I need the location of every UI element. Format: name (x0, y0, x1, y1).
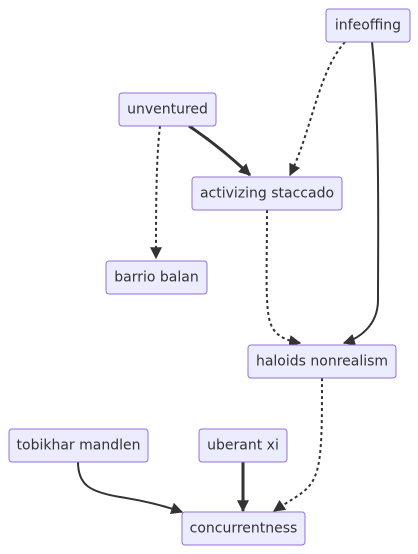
node-label: tobikhar mandlen (17, 438, 141, 454)
edge-infeoffing-to-activizing-staccado (289, 41, 346, 177)
node-barrio-balan[interactable]: barrio balan (105, 260, 208, 295)
node-unventured[interactable]: unventured (118, 92, 217, 127)
node-label: haloids nonrealism (256, 354, 388, 370)
edge-unventured-to-activizing-staccado (188, 124, 252, 177)
node-activizing-staccado[interactable]: activizing staccado (191, 176, 343, 211)
node-uberant-xi[interactable]: uberant xi (198, 428, 288, 463)
edges (77, 41, 380, 515)
edge-infeoffing-to-haloids-nonrealism (342, 41, 380, 346)
node-label: concurrentness (190, 521, 298, 537)
node-label: barrio balan (114, 270, 198, 286)
node-concurrentness[interactable]: concurrentness (181, 511, 306, 546)
node-label: infeoffing (335, 18, 401, 34)
edge-unventured-to-barrio-balan (150, 125, 163, 260)
node-label: activizing staccado (200, 186, 334, 202)
node-haloids-nonrealism[interactable]: haloids nonrealism (247, 344, 397, 379)
node-infeoffing[interactable]: infeoffing (325, 8, 411, 43)
node-label: unventured (127, 102, 208, 118)
node-tobikhar-mandlen[interactable]: tobikhar mandlen (8, 428, 149, 463)
edge-activizing-staccado-to-haloids-nonrealism (265, 209, 302, 347)
edge-tobikhar-mandlen-to-concurrentness (77, 461, 184, 515)
node-label: uberant xi (207, 438, 279, 454)
